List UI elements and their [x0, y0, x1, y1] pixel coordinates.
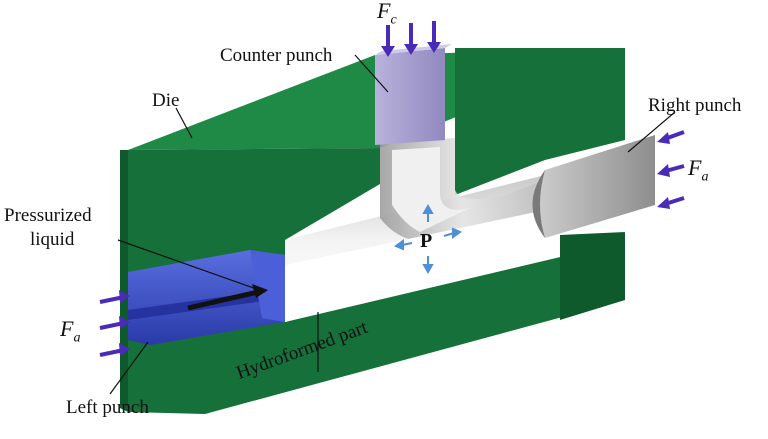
counter-punch	[375, 44, 452, 145]
right-force-arrows	[657, 130, 685, 209]
counter-force-label: Fc	[377, 0, 397, 27]
counter-force-symbol: F	[377, 0, 391, 23]
die-side-face	[560, 48, 625, 320]
leader-counter-punch	[354, 54, 389, 93]
leader-lines	[109, 54, 676, 395]
counter-force-arrow	[404, 23, 418, 55]
die-label: Die	[152, 90, 180, 111]
right-punch-label: Right punch	[648, 95, 742, 116]
counter-force-arrows	[381, 21, 441, 57]
tube-inner	[285, 210, 545, 322]
die-side-face-upper	[455, 48, 625, 195]
pressure-label: P	[420, 230, 433, 252]
left-force-arrows	[99, 290, 130, 357]
pressure-arrow-right	[443, 227, 463, 239]
pressurized-liquid-label-line1: Pressurized	[4, 205, 92, 226]
right-force-arrow	[657, 130, 685, 144]
pressure-arrows	[393, 203, 463, 275]
left-punch-label: Left punch	[66, 397, 149, 418]
right-force-label: Fa	[688, 157, 708, 184]
pressure-arrow-down	[422, 256, 434, 275]
counter-punch-label: Counter punch	[220, 45, 333, 66]
left-punch-face	[250, 250, 285, 322]
left-punch-body	[128, 250, 285, 345]
counter-force-arrow	[427, 21, 441, 53]
counter-force-subscript: c	[390, 12, 397, 28]
die-front-face-lower	[128, 250, 625, 414]
left-force-arrow	[99, 343, 130, 357]
right-punch-body	[532, 135, 655, 238]
leader-right-punch	[627, 111, 676, 153]
right-force-subscript: a	[701, 169, 709, 185]
leader-pressurized-liquid	[117, 239, 266, 293]
leader-die	[175, 107, 193, 139]
right-force-arrow	[657, 164, 685, 177]
counter-force-arrow	[381, 25, 395, 57]
left-force-arrow	[99, 290, 130, 304]
pressure-arrow-up	[422, 203, 434, 222]
left-force-arrow	[99, 316, 130, 330]
left-force-symbol: F	[60, 316, 74, 341]
leader-left-punch	[109, 341, 149, 395]
counter-punch-front	[375, 48, 445, 145]
right-punch-face	[532, 170, 545, 238]
tube-branch-highlight	[392, 147, 470, 232]
right-punch	[532, 135, 655, 238]
pressure-arrow-left	[393, 239, 413, 251]
die-left-edge	[120, 150, 128, 412]
hydroformed-part	[285, 138, 545, 322]
left-force-subscript: a	[73, 330, 81, 346]
pressurized-liquid-label-line2: liquid	[30, 229, 75, 250]
right-force-arrow	[657, 196, 685, 209]
left-force-label: Fa	[60, 318, 80, 345]
right-force-symbol: F	[688, 155, 702, 180]
liquid-flow-arrow	[187, 284, 268, 311]
